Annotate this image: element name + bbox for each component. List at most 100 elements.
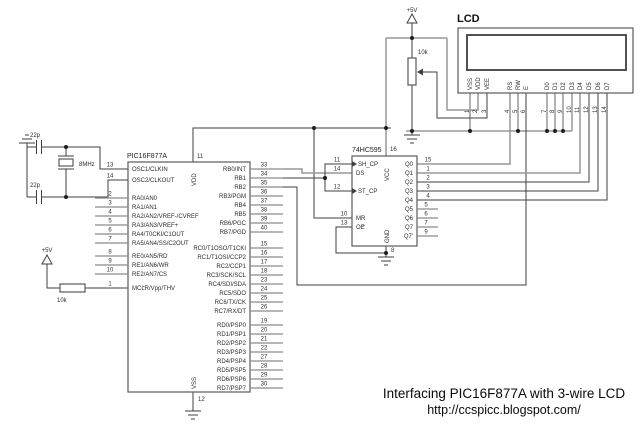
svg-text:D5: D5 — [587, 82, 593, 90]
svg-text:1: 1 — [426, 167, 430, 173]
svg-text:14: 14 — [334, 167, 341, 173]
svg-text:OSC1/CLKIN: OSC1/CLKIN — [132, 167, 168, 173]
svg-text:D2: D2 — [561, 82, 567, 90]
svg-text:RC6/TX/CK: RC6/TX/CK — [215, 300, 246, 306]
svg-text:RC5/SDO: RC5/SDO — [219, 291, 246, 297]
shift-register-chip: 74HC595 SH_CP DS ST_CP MR OE 11 14 12 10… — [334, 147, 438, 254]
signal-wires — [26, 71, 608, 289]
svg-text:RE0/AN5/RD: RE0/AN5/RD — [132, 254, 168, 260]
svg-text:D6: D6 — [596, 82, 602, 90]
sr-gnd-number: 8 — [391, 248, 395, 254]
svg-text:D4: D4 — [578, 82, 584, 90]
svg-text:38: 38 — [261, 208, 268, 214]
sr-vcc-number: 16 — [390, 147, 397, 153]
svg-text:7: 7 — [424, 221, 428, 227]
svg-text:15: 15 — [425, 158, 432, 164]
svg-text:22: 22 — [261, 346, 268, 352]
svg-text:RC3/SCK/SCL: RC3/SCK/SCL — [207, 273, 247, 279]
svg-text:19: 19 — [261, 319, 268, 325]
svg-text:RW: RW — [516, 80, 522, 90]
svg-text:40: 40 — [261, 226, 268, 232]
svg-text:8: 8 — [108, 250, 112, 256]
svg-text:5: 5 — [513, 109, 519, 113]
svg-text:Q1: Q1 — [405, 171, 414, 177]
svg-text:D3: D3 — [570, 82, 576, 90]
svg-text:RC0/T1OSO/T1CKI: RC0/T1OSO/T1CKI — [193, 246, 246, 252]
svg-text:10: 10 — [567, 106, 573, 113]
svg-text:RD1/PSP1: RD1/PSP1 — [217, 332, 247, 338]
crystal-frequency: 8MHz — [79, 162, 95, 168]
sr-vcc-label: VCC — [385, 168, 391, 181]
svg-text:D7: D7 — [605, 82, 611, 90]
pic-right-pin-labels: RB0/INT RB1 RB2 RB3/PGM RB4 RB5 RB6/PGC … — [193, 167, 246, 392]
svg-text:RC4/SDI/SDA: RC4/SDI/SDA — [208, 282, 246, 288]
svg-text:OSC2/CLKOUT: OSC2/CLKOUT — [132, 178, 175, 184]
svg-text:17: 17 — [261, 260, 268, 266]
svg-text:SH_CP: SH_CP — [358, 162, 378, 168]
svg-text:9: 9 — [558, 109, 564, 113]
pic-left-pin-labels: OSC1/CLKIN OSC2/CLKOUT RA0/AN0 RA1/AN1 R… — [132, 167, 199, 292]
svg-text:VSS: VSS — [468, 78, 474, 90]
pic-vss-number: 12 — [198, 397, 205, 403]
pic-left-stubs — [95, 197, 128, 275]
svg-text:OE: OE — [356, 225, 365, 231]
svg-text:7: 7 — [542, 109, 548, 113]
svg-text:DS: DS — [356, 171, 364, 177]
svg-text:6: 6 — [424, 212, 428, 218]
resistor-value: 10k — [57, 298, 68, 304]
svg-text:VEE: VEE — [485, 78, 491, 90]
svg-text:12: 12 — [584, 106, 590, 113]
svg-text:13: 13 — [341, 221, 348, 227]
svg-text:RB3/PGM: RB3/PGM — [219, 194, 246, 200]
lcd-pin-numbers: 1 2 3 4 5 6 7 8 9 10 11 12 13 14 — [465, 106, 608, 113]
svg-text:RC7/RX/DT: RC7/RX/DT — [214, 309, 246, 315]
svg-text:RD3/PSP3: RD3/PSP3 — [217, 350, 247, 356]
svg-text:RD5/PSP5: RD5/PSP5 — [217, 368, 247, 374]
capacitor-icon — [36, 190, 42, 204]
svg-text:9: 9 — [108, 259, 112, 265]
svg-text:35: 35 — [261, 181, 268, 187]
clock-edge-icon — [352, 188, 357, 194]
vcc-arrow-icon — [406, 12, 418, 24]
vcc-arrow-icon — [41, 253, 53, 265]
pot-value: 10k — [418, 50, 429, 56]
svg-text:25: 25 — [261, 296, 268, 302]
junction-dots — [64, 36, 565, 255]
clock-edge-icon — [352, 161, 357, 167]
svg-text:3: 3 — [108, 201, 112, 207]
svg-text:37: 37 — [261, 199, 268, 205]
svg-text:8: 8 — [550, 109, 556, 113]
svg-text:RC2/CCP1: RC2/CCP1 — [216, 264, 246, 270]
svg-text:MCLR/Vpp/THV: MCLR/Vpp/THV — [132, 286, 175, 292]
svg-text:4: 4 — [426, 194, 430, 200]
vcc-rail-wires — [192, 23, 479, 219]
svg-text:29: 29 — [261, 373, 268, 379]
svg-text:RC1/T1OSI/CCP2: RC1/T1OSI/CCP2 — [197, 255, 246, 261]
svg-text:VDD: VDD — [476, 77, 482, 90]
svg-text:RB2: RB2 — [234, 185, 246, 191]
svg-text:13: 13 — [107, 163, 114, 169]
svg-text:2: 2 — [473, 109, 479, 113]
ground-icon — [185, 408, 201, 420]
svg-text:15: 15 — [261, 242, 268, 248]
shift-register-title: 74HC595 — [352, 147, 382, 154]
ground-icon — [404, 131, 420, 144]
svg-text:Q2: Q2 — [405, 180, 414, 186]
pic-title: PIC16F877A — [127, 153, 167, 160]
svg-text:RD4/PSP4: RD4/PSP4 — [217, 359, 247, 365]
svg-text:MR: MR — [356, 216, 366, 222]
svg-text:RA1/AN1: RA1/AN1 — [132, 205, 158, 211]
svg-text:RD6/PSP6: RD6/PSP6 — [217, 377, 247, 383]
ground-rail-wires — [192, 85, 573, 408]
svg-text:Q5: Q5 — [405, 207, 414, 213]
svg-text:RA0/AN0: RA0/AN0 — [132, 196, 158, 202]
pic-vss-label: VSS — [192, 377, 198, 389]
lcd-module: LCD VSS VDD VEE RS RW E D0 D1 D2 D3 D4 D… — [457, 13, 634, 113]
svg-text:RB4: RB4 — [234, 203, 246, 209]
svg-text:RB0/INT: RB0/INT — [223, 167, 246, 173]
svg-text:12: 12 — [334, 185, 341, 191]
cap-bottom-value: 22p — [30, 183, 41, 189]
svg-text:5: 5 — [424, 203, 428, 209]
svg-text:D0: D0 — [545, 82, 551, 90]
